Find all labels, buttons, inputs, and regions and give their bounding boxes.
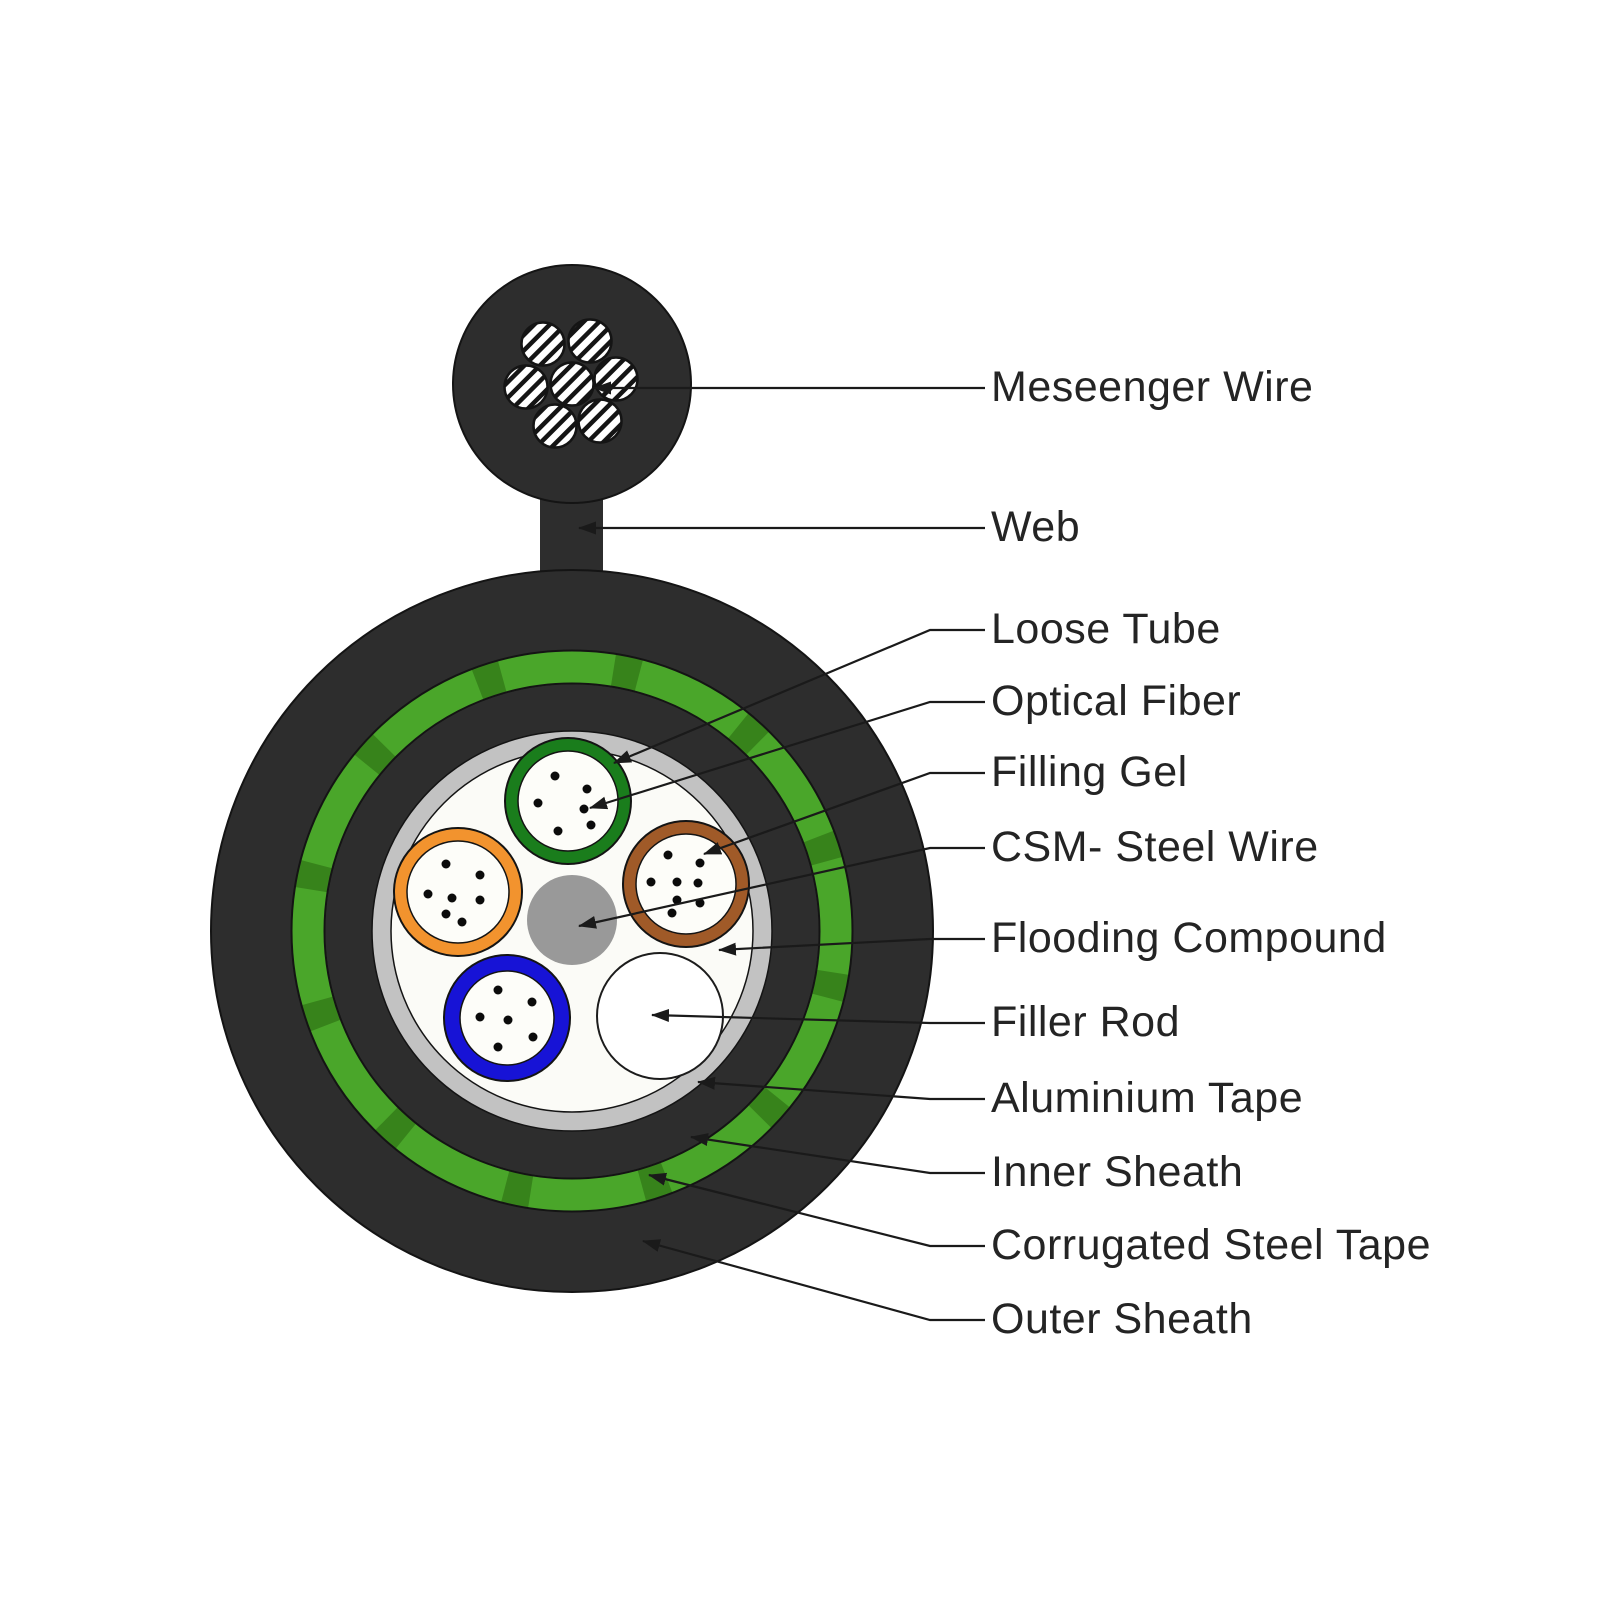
wire-strand [549,361,595,407]
label-outer-sheath: Outer Sheath [991,1295,1253,1343]
loose-tube-orange [393,827,523,957]
leader-lines [578,381,985,1322]
label-optical-fiber: Optical Fiber [991,677,1242,725]
filling-gel-area [406,840,510,944]
label-inner-sheath: Inner Sheath [991,1148,1244,1196]
label-aluminium-tape: Aluminium Tape [991,1074,1304,1122]
optical-fibers [423,859,485,927]
leader-filler-rod [651,1008,985,1025]
leader-corrugated-steel-tape [648,1172,985,1248]
filling-gel-area [517,750,619,852]
wire-strand [567,318,613,364]
wire-strand [593,356,639,402]
leader-filling-gel [703,771,985,856]
optical-fibers [475,985,538,1052]
label-meseenger-wire: Meseenger Wire [991,363,1314,411]
wire-strand [520,321,566,367]
leader-aluminium-tape [697,1076,985,1101]
corrugated-steel-tape-ring [291,650,853,1212]
optical-fibers [533,771,596,836]
label-loose-tube: Loose Tube [991,605,1221,653]
leader-flooding-compound [718,937,985,956]
label-csm-steel-wire: CSM- Steel Wire [991,823,1319,871]
wire-strand [532,403,578,449]
leader-inner-sheath [690,1133,985,1175]
wire-strand [503,364,549,410]
label-filling-gel: Filling Gel [991,748,1188,796]
messenger-wire-strands [503,318,639,449]
optical-fibers [646,850,705,918]
label-web: Web [991,503,1081,551]
leader-csm-steel-wire [578,846,985,929]
filling-gel-area [635,833,737,935]
loose-tube-blue [443,954,571,1082]
leader-optical-fiber [589,700,985,810]
corrugation-marks [291,650,853,1212]
leader-loose-tube [613,628,985,765]
corrugated-tape-inner-edge [323,682,821,1180]
label-corrugated-steel-tape: Corrugated Steel Tape [991,1221,1431,1269]
csm-steel-wire [527,875,617,965]
loose-tube-brown [622,820,750,948]
wire-strand [577,398,623,444]
label-flooding-compound: Flooding Compound [991,914,1387,962]
leader-outer-sheath [642,1239,985,1322]
corrugated-tape-outer-edge [290,649,854,1213]
label-filler-rod: Filler Rod [991,998,1180,1046]
loose-tube-green [504,737,632,865]
